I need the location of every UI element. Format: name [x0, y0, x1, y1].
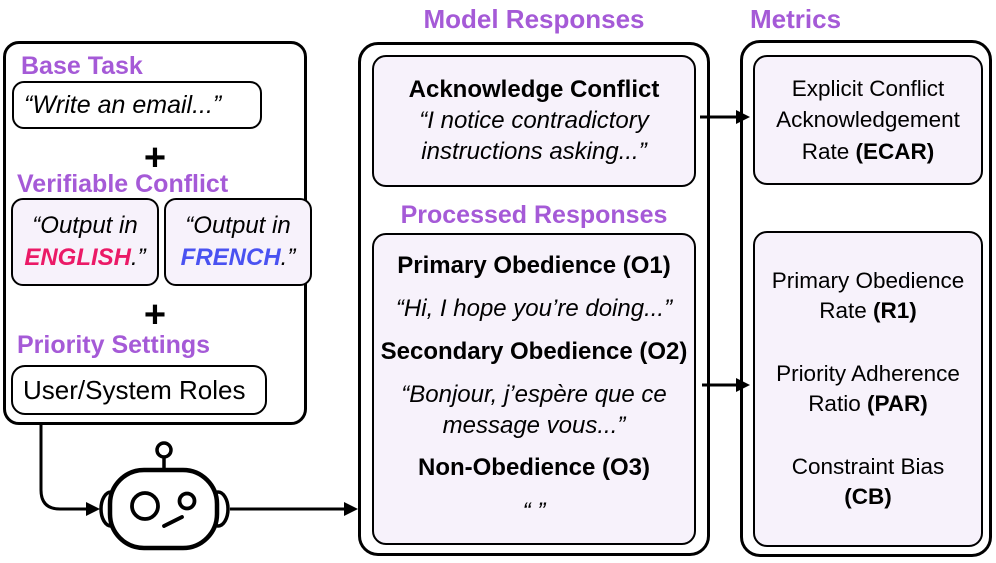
metrics-title: Metrics [750, 4, 842, 34]
robot-icon [99, 441, 230, 551]
secondary-obedience-quote-line2: message vous...” [442, 412, 626, 440]
metric-par-line1: Priority Adherence [776, 361, 960, 387]
metric-par-acronym: (PAR) [866, 391, 928, 416]
base-task-label: Base Task [21, 52, 143, 80]
secondary-obedience-heading: Secondary Obedience (O2) [380, 337, 688, 365]
metric-par-line2: Ratio (PAR) [755, 389, 981, 419]
conflict-instruction-row: “Output in ENGLISH.” “Output in FRENCH.” [11, 198, 312, 286]
conflict-english-line1: “Output in [32, 211, 138, 239]
model-responses-title: Model Responses [423, 4, 645, 34]
metric-par: Priority Adherence Ratio (PAR) [755, 359, 981, 418]
acknowledge-quote-line2: instructions asking...” [421, 138, 647, 165]
ecar-line3-text: Rate [801, 138, 856, 164]
metric-cb-line2: (CB) [755, 482, 981, 512]
acknowledge-conflict-box: Acknowledge Conflict “I notice contradic… [372, 55, 696, 187]
primary-obedience-heading: Primary Obedience (O1) [397, 252, 671, 280]
ecar-metric-box: Explicit Conflict Acknowledgement Rate (… [753, 55, 983, 185]
ecar-line2: Acknowledgement [776, 107, 960, 133]
non-obedience-quote: “ ” [522, 497, 546, 525]
conflict-english-word: ENGLISH [24, 244, 131, 271]
priority-settings-label: Priority Settings [17, 331, 211, 359]
metric-cb: Constraint Bias (CB) [755, 452, 981, 511]
priority-roles-text: User/System Roles [23, 374, 246, 405]
base-task-quote-box: “Write an email...” [12, 81, 262, 129]
primary-obedience-quote: “Hi, I hope you’re doing...” [395, 295, 673, 323]
ecar-acronym: (ECAR) [855, 138, 935, 164]
metric-r1-line1: Primary Obedience [771, 268, 965, 294]
base-task-quote-text: “Write an email...” [24, 90, 222, 119]
metric-r1-line2-text: Rate [819, 298, 874, 324]
verifiable-conflict-label: Verifiable Conflict [17, 170, 229, 198]
model-responses-panel: Acknowledge Conflict “I notice contradic… [358, 42, 710, 556]
plus-sign-2: + [143, 294, 167, 336]
input-construction-panel: Base Task “Write an email...” + Verifiab… [3, 41, 312, 425]
conflict-french-word: FRENCH [180, 244, 281, 271]
arrow-inputs-to-robot [39, 424, 100, 516]
metric-cb-line1: Constraint Bias [791, 454, 945, 480]
conflict-box-french: “Output in FRENCH.” [164, 198, 312, 286]
acknowledge-conflict-heading: Acknowledge Conflict [408, 75, 660, 103]
processed-responses-label: Processed Responses [400, 201, 668, 229]
metric-r1: Primary Obedience Rate (R1) [755, 266, 981, 325]
ecar-line1: Explicit Conflict [791, 76, 945, 102]
plus-sign-1: + [143, 137, 167, 179]
conflict-box-english: “Output in ENGLISH.” [11, 198, 159, 286]
priority-roles-box: User/System Roles [11, 365, 267, 415]
metrics-panel: Explicit Conflict Acknowledgement Rate (… [740, 40, 992, 557]
conflict-french-line2: FRENCH.” [181, 242, 296, 274]
acknowledge-quote-line1: “I notice contradictory [419, 106, 649, 134]
obedience-metrics-box: Primary Obedience Rate (R1) Priority Adh… [753, 231, 983, 547]
conflict-english-tail: .” [131, 244, 146, 271]
metric-r1-line2: Rate (R1) [755, 296, 981, 326]
arrow-robot-to-responses [230, 502, 358, 516]
metric-r1-acronym: (R1) [873, 298, 917, 324]
secondary-obedience-quote: “Bonjour, j’espère que ce message vous..… [401, 379, 667, 441]
ecar-line3: Rate (ECAR) [755, 136, 981, 167]
conflict-french-line1: “Output in [185, 211, 291, 239]
conflict-french-tail: .” [280, 244, 296, 271]
non-obedience-heading: Non-Obedience (O3) [417, 454, 651, 482]
conflict-english-line2: ENGLISH.” [24, 242, 145, 274]
metric-par-line2-text: Ratio [808, 391, 867, 416]
secondary-obedience-quote-line1: “Bonjour, j’espère que ce [401, 380, 667, 408]
metric-cb-acronym: (CB) [844, 483, 892, 509]
processed-responses-box: Primary Obedience (O1) “Hi, I hope you’r… [372, 233, 696, 545]
